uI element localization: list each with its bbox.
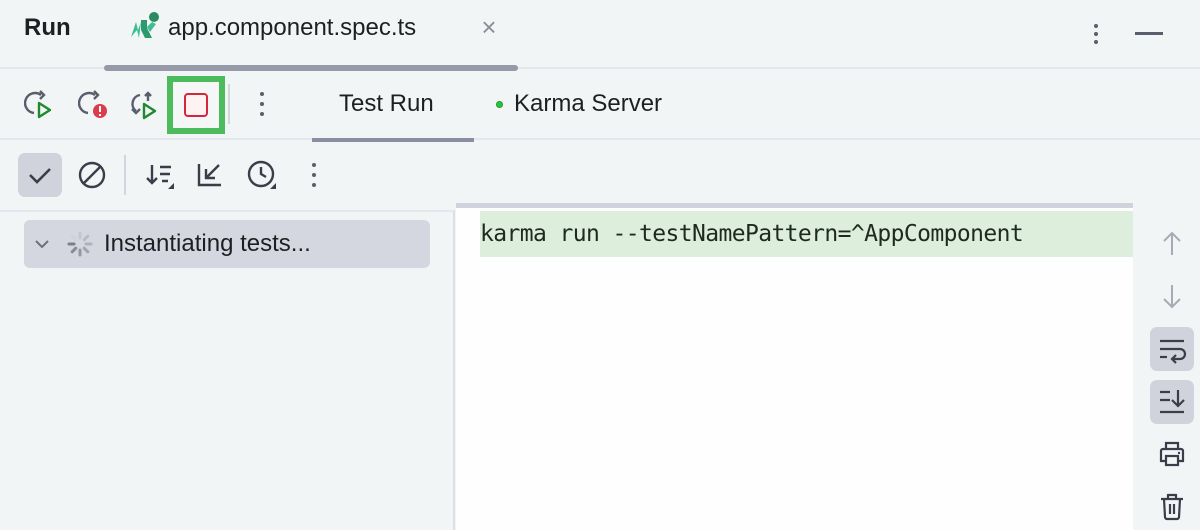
stop-button[interactable]: [167, 76, 225, 134]
rerun-failed-icon: [78, 90, 107, 118]
minimize-icon[interactable]: [1135, 32, 1163, 35]
test-history-button[interactable]: [240, 153, 284, 197]
console-line-text: karma run --testNamePattern=^AppComponen…: [480, 221, 1024, 247]
run-config-tab[interactable]: app.component.spec.ts ×: [104, 0, 518, 71]
active-tab-indicator: [312, 138, 474, 142]
running-status-icon: [496, 101, 503, 108]
loading-spinner-icon: [66, 230, 94, 258]
scroll-to-end-icon: [1160, 390, 1185, 414]
tool-window-title: Run: [24, 14, 71, 41]
arrow-up-icon: [1163, 231, 1181, 255]
more-vertical-icon[interactable]: [1084, 18, 1108, 50]
test-tree-panel: Instantiating tests...: [0, 210, 455, 530]
scroll-to-end-button[interactable]: [1150, 380, 1194, 424]
karma-icon: [128, 10, 162, 44]
tool-window-header: Run app.component.spec.ts ×: [0, 0, 1200, 71]
rerun-failed-button[interactable]: [74, 85, 114, 125]
collapse-all-button[interactable]: [188, 153, 232, 197]
console-line: karma run --testNamePattern=^AppComponen…: [480, 211, 1133, 257]
printer-icon: [1159, 441, 1185, 467]
console-output[interactable]: karma run --testNamePattern=^AppComponen…: [456, 203, 1133, 530]
ignored-icon: [78, 161, 106, 189]
tab-label: Test Run: [339, 90, 434, 117]
show-ignored-button[interactable]: [70, 153, 114, 197]
stop-icon: [184, 93, 208, 117]
tab-label: Karma Server: [514, 90, 663, 117]
toolbar-separator: [228, 84, 230, 124]
close-icon[interactable]: ×: [481, 12, 497, 42]
tab-karma-server[interactable]: Karma Server: [490, 70, 690, 140]
tab-test-run[interactable]: Test Run: [312, 70, 474, 142]
print-button[interactable]: [1150, 432, 1194, 476]
show-passed-button[interactable]: [18, 153, 62, 197]
collapse-icon: [197, 164, 221, 187]
sort-icon: [146, 165, 174, 189]
active-tab-indicator: [104, 65, 518, 71]
arrow-down-icon: [1163, 285, 1181, 309]
rerun-icon: [24, 90, 52, 119]
test-tree-toolbar: [0, 140, 1200, 210]
sort-button[interactable]: [138, 153, 182, 197]
console-side-toolbar: [1133, 210, 1200, 530]
soft-wrap-icon: [1160, 339, 1187, 364]
soft-wrap-button[interactable]: [1150, 327, 1194, 371]
clear-all-button[interactable]: [1150, 484, 1194, 528]
up-stack-frame-button[interactable]: [1150, 222, 1194, 266]
tree-node-label: Instantiating tests...: [104, 230, 311, 257]
rerun-automatically-icon: [131, 91, 157, 120]
check-icon: [29, 168, 51, 184]
trash-icon: [1161, 493, 1183, 521]
toolbar-separator: [124, 155, 126, 195]
clock-icon: [247, 160, 276, 189]
more-vertical-icon[interactable]: [302, 161, 326, 193]
more-vertical-icon[interactable]: [250, 90, 274, 122]
toggle-auto-test-button[interactable]: [124, 85, 164, 125]
run-toolbar: Test Run Karma Server: [0, 70, 1200, 142]
tree-root-node[interactable]: Instantiating tests...: [24, 220, 430, 268]
run-config-tab-label: app.component.spec.ts: [168, 14, 417, 41]
down-stack-frame-button[interactable]: [1150, 274, 1194, 318]
chevron-down-icon[interactable]: [32, 234, 52, 254]
rerun-button[interactable]: [20, 85, 60, 125]
